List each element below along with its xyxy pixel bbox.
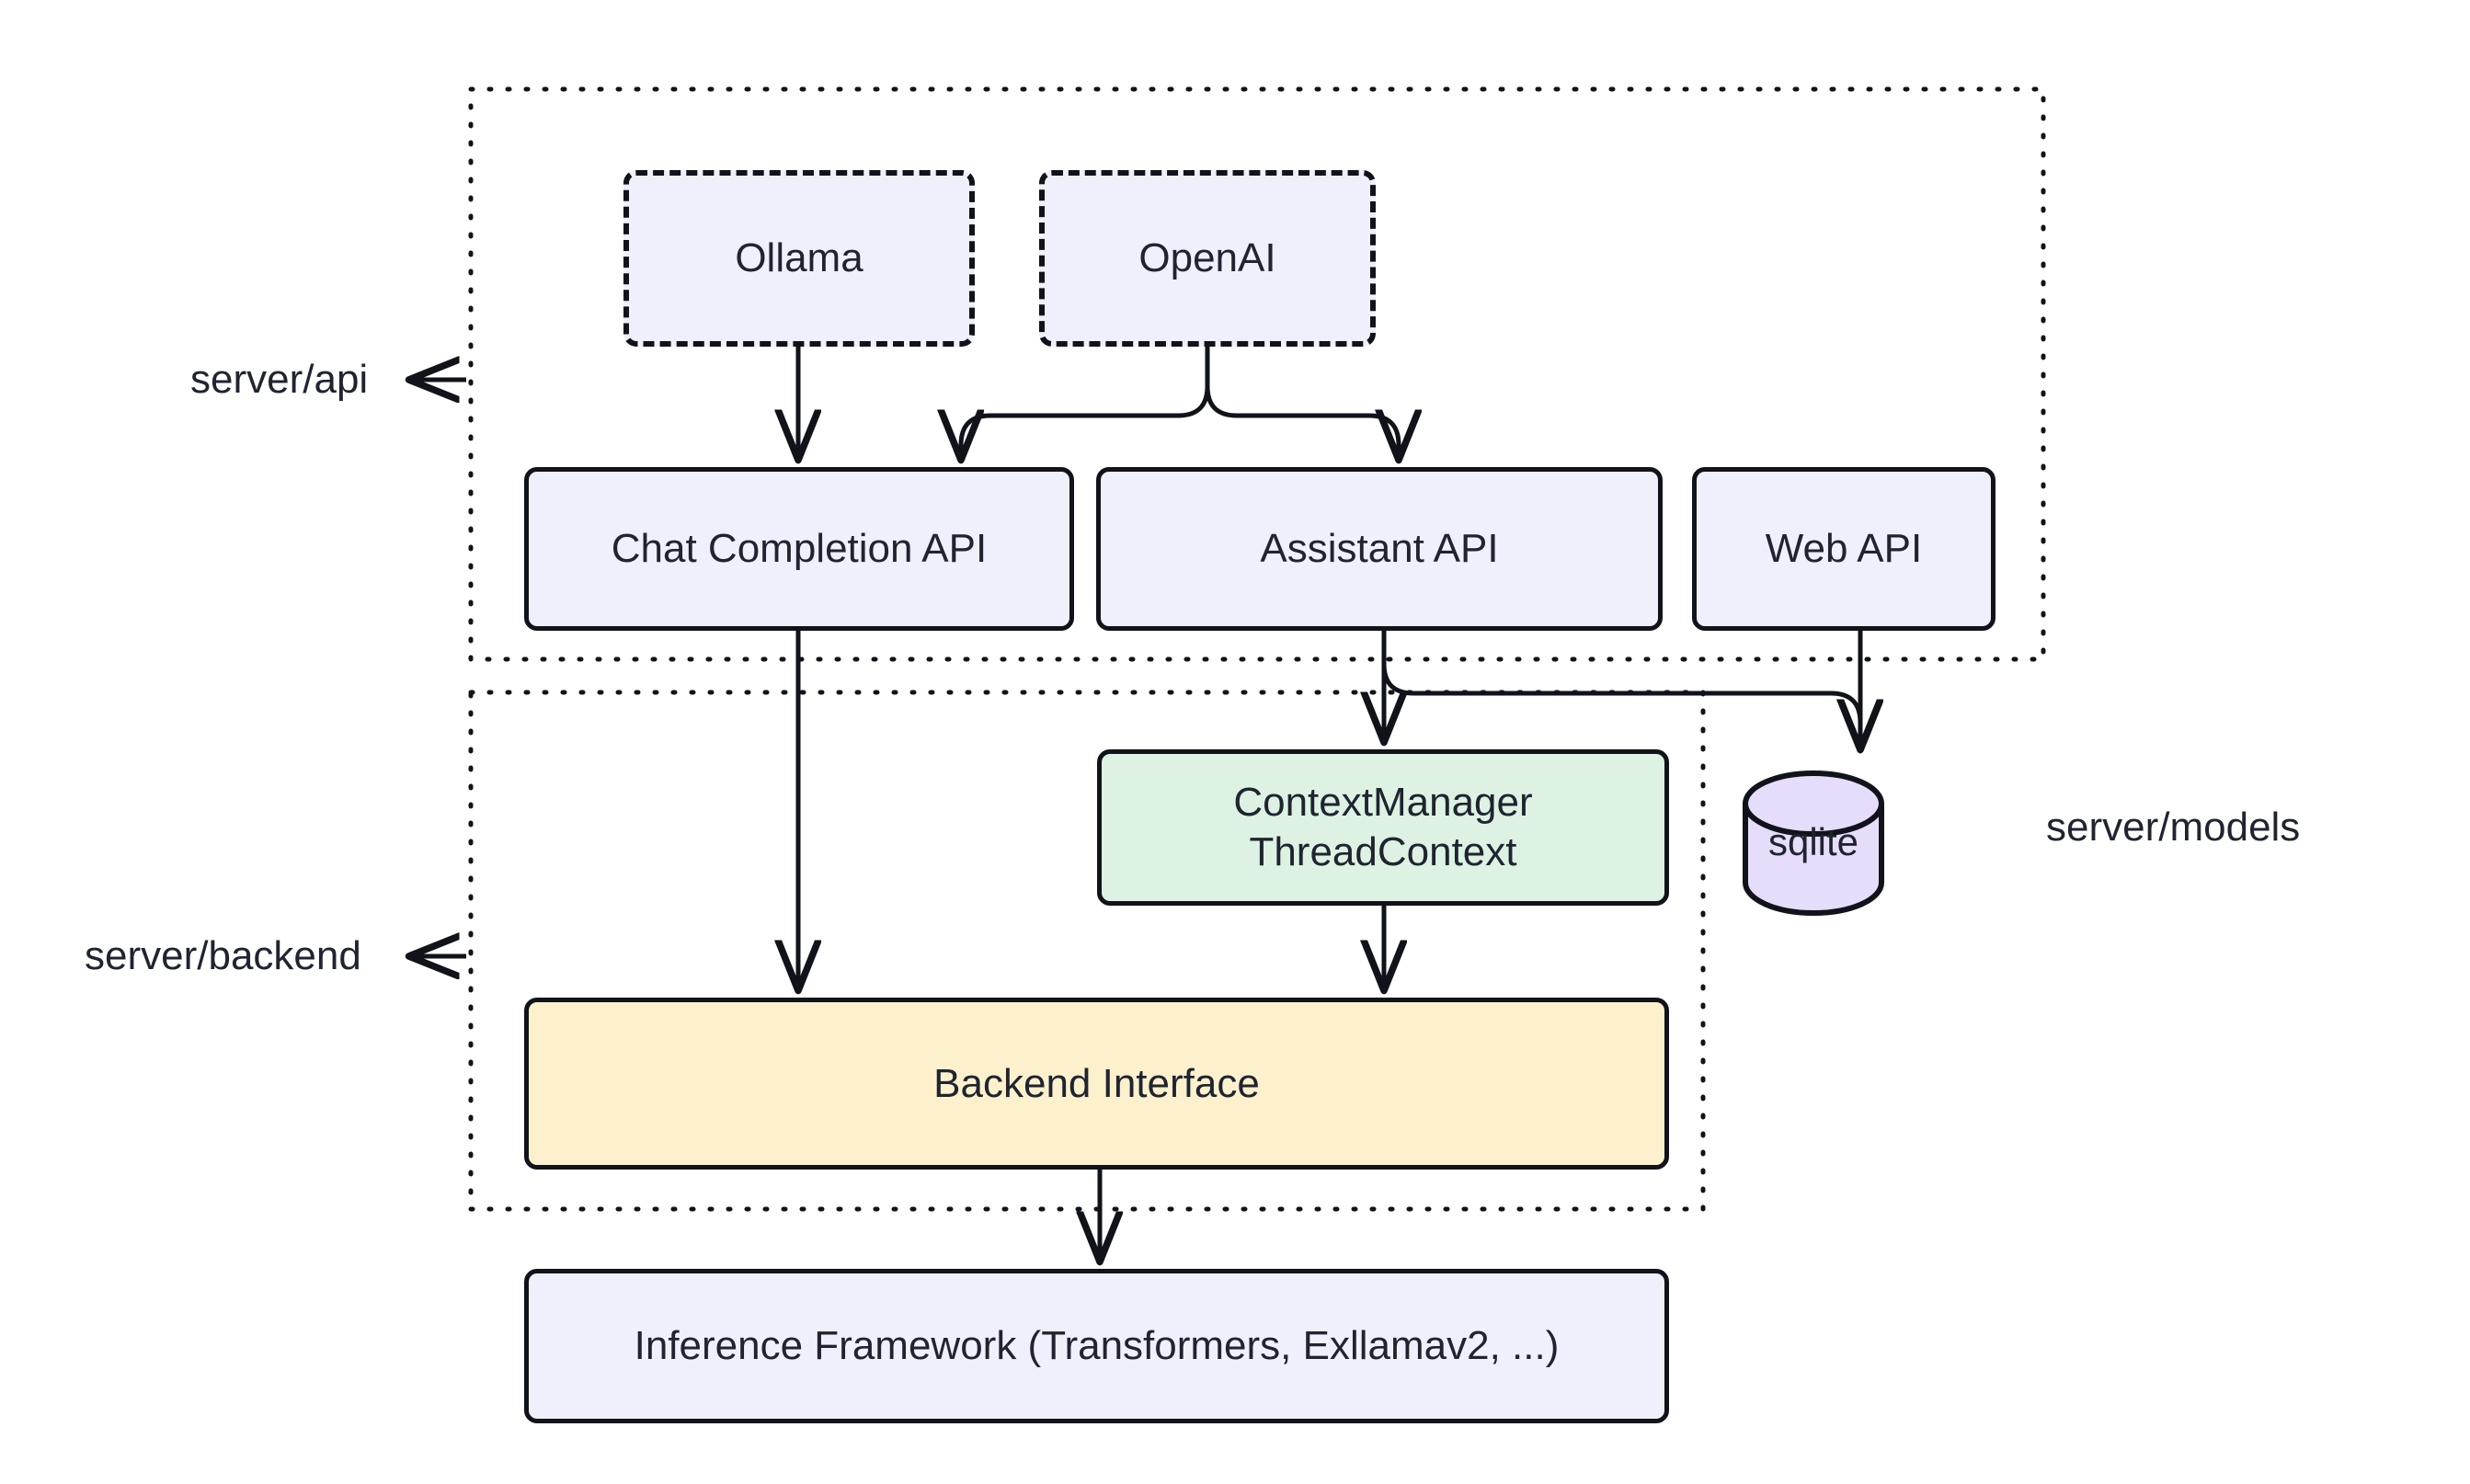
group-label-server-backend: server/backend (85, 933, 361, 978)
node-web-api-label: Web API (1765, 526, 1923, 572)
group-label-server-models: server/models (2046, 805, 2301, 850)
node-context-manager-label: ContextManager ThreadContext (1233, 780, 1533, 874)
node-assistant-api-label: Assistant API (1260, 526, 1499, 572)
node-openai[interactable]: OpenAI (1039, 170, 1376, 347)
edge-assistant-api-to-sqlite (1381, 631, 1860, 748)
node-inference-framework-label: Inference Framework (Transformers, Exlla… (634, 1323, 1560, 1369)
node-ollama-label: Ollama (735, 235, 863, 281)
node-sqlite-label: sqlite (1767, 820, 1859, 863)
node-inference-framework[interactable]: Inference Framework (Transformers, Exlla… (524, 1269, 1669, 1423)
group-label-server-api: server/api (190, 357, 369, 402)
edge-openai-to-assistant-api (1205, 347, 1399, 458)
edge-openai-to-chat-api (961, 347, 1210, 458)
node-ollama[interactable]: Ollama (623, 170, 975, 347)
node-openai-label: OpenAI (1138, 235, 1276, 281)
group-box-server-api (468, 86, 2046, 662)
sqlite-cylinder[interactable] (1743, 771, 1884, 916)
node-chat-completion-api[interactable]: Chat Completion API (524, 467, 1074, 631)
node-backend-interface-label: Backend Interface (933, 1060, 1260, 1106)
group-box-server-backend (468, 690, 1706, 1212)
node-chat-completion-api-label: Chat Completion API (611, 526, 988, 572)
node-context-manager[interactable]: ContextManager ThreadContext (1097, 749, 1669, 906)
node-backend-interface[interactable]: Backend Interface (524, 998, 1669, 1170)
node-assistant-api[interactable]: Assistant API (1096, 467, 1663, 631)
node-web-api[interactable]: Web API (1692, 467, 1995, 631)
